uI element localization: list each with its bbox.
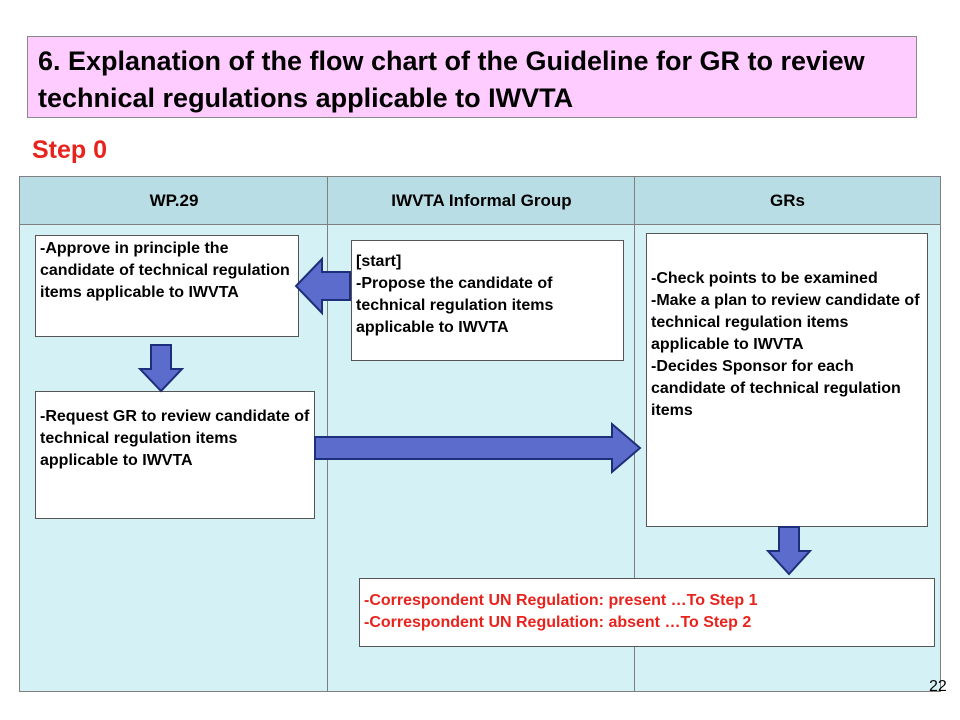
box-start: [start] -Propose the candidate of techni… <box>351 240 624 361</box>
box-request: -Request GR to review candidate of techn… <box>35 391 315 519</box>
lane-divider <box>634 177 635 691</box>
slide-title: 6. Explanation of the flow chart of the … <box>27 36 917 118</box>
lane-divider <box>327 177 328 691</box>
lane-header-grs: GRs <box>635 177 940 225</box>
box-check: -Check points to be examined -Make a pla… <box>646 233 928 527</box>
arrow-down-icon <box>765 526 813 576</box>
page-number: 22 <box>929 678 947 695</box>
lane-header-iwvta-group: IWVTA Informal Group <box>328 177 635 225</box>
box-approve: -Approve in principle the candidate of t… <box>35 235 299 337</box>
arrow-right-icon <box>314 421 642 475</box>
arrow-down-icon <box>137 344 185 393</box>
lane-header-wp29: WP.29 <box>20 177 328 225</box>
step-label: Step 0 <box>32 136 108 164</box>
arrow-left-icon <box>294 256 351 316</box>
box-result: -Correspondent UN Regulation: present …T… <box>359 578 935 647</box>
